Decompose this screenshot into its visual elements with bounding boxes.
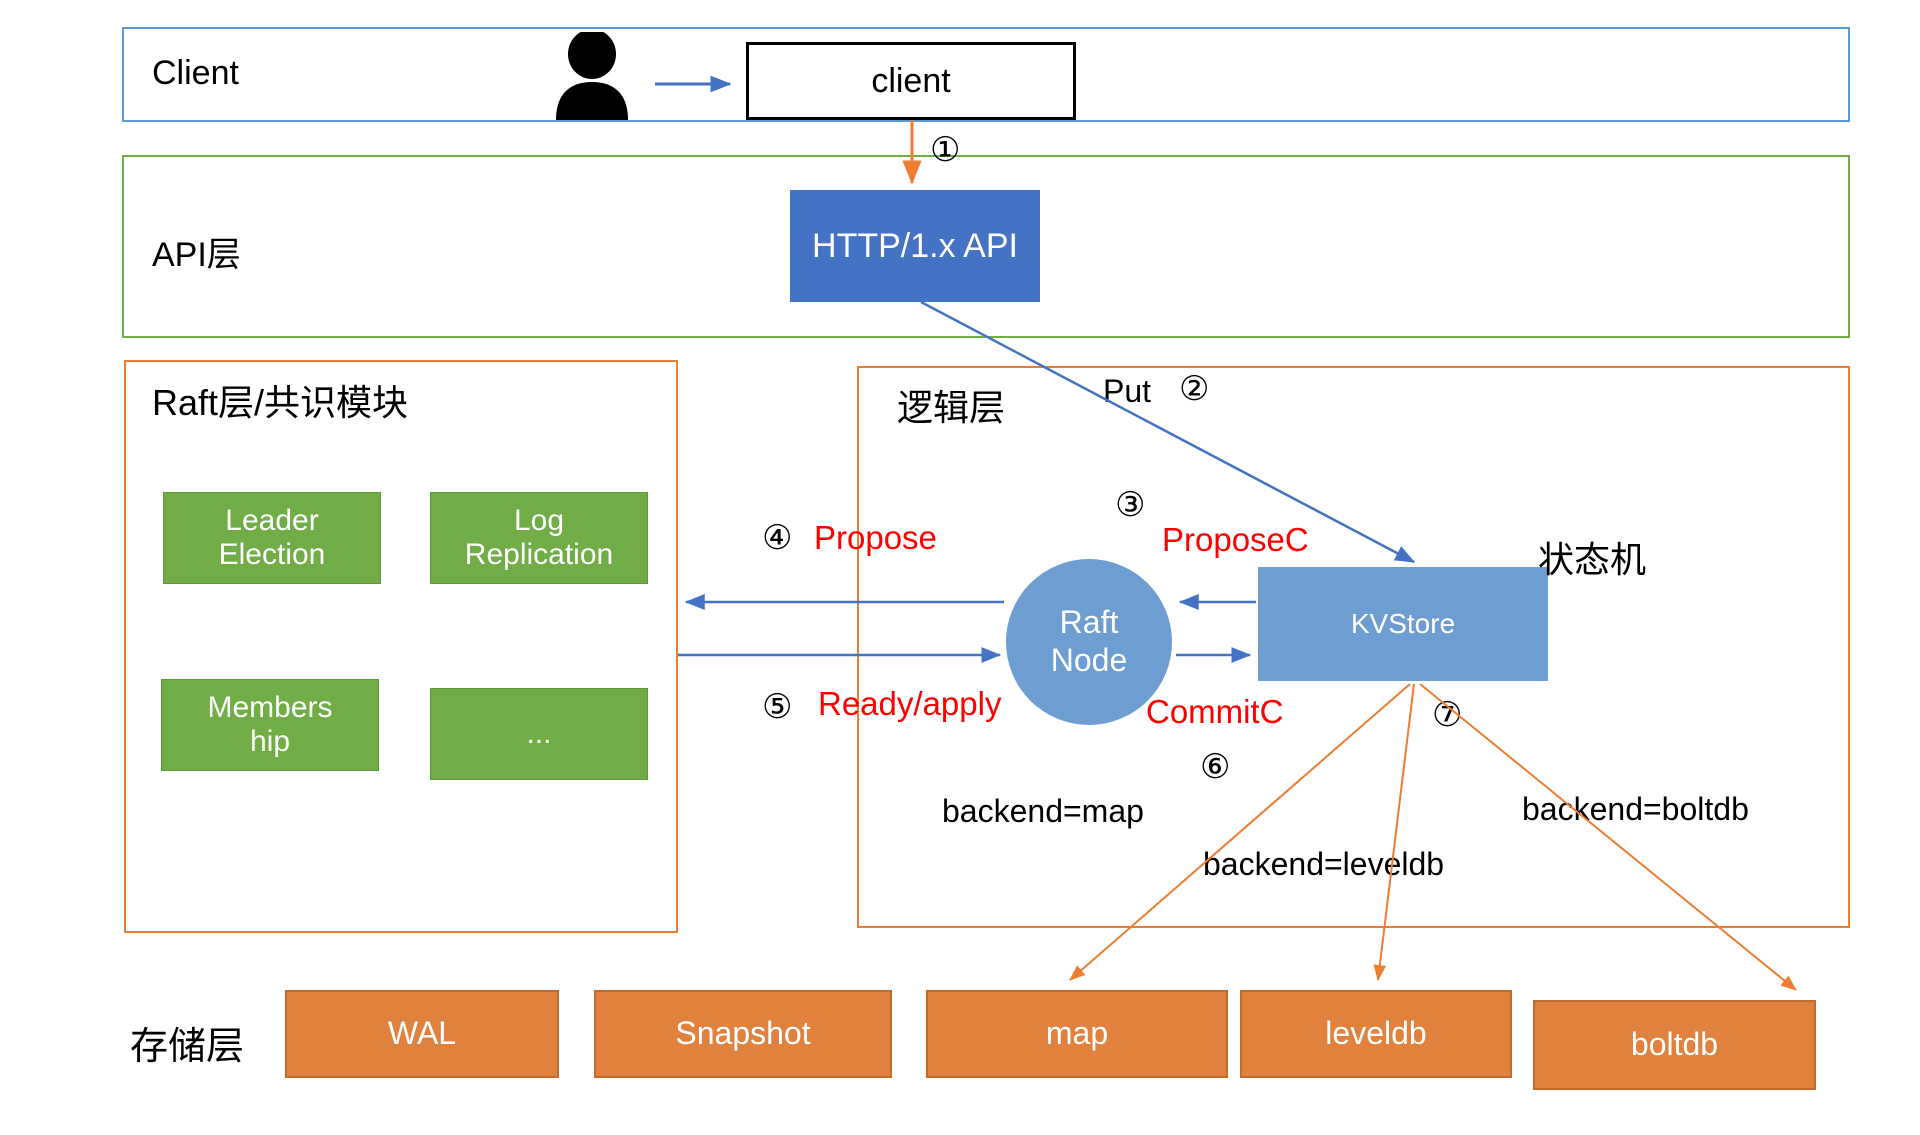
backend-boltdb-label: backend=boltdb	[1522, 791, 1749, 827]
storage-box-label: leveldb	[1325, 1015, 1427, 1052]
step-1-marker: ①	[930, 131, 961, 169]
ready-apply-label: Ready/apply	[818, 685, 1002, 722]
raft-node-label-line2: Node	[1050, 642, 1128, 678]
storage-box-leveldb[interactable]: leveldb	[1240, 990, 1512, 1078]
raft-module-leader-election[interactable]: Leader Election	[163, 492, 381, 584]
client-layer-title: Client	[152, 54, 239, 92]
step-2-marker: ②	[1179, 370, 1210, 408]
propose-label: Propose	[814, 519, 937, 556]
module-label-line1: Leader	[225, 504, 319, 538]
http-api-label: HTTP/1.x API	[812, 226, 1018, 265]
state-machine-label: 状态机	[1538, 539, 1647, 580]
step-7-marker: ⑦	[1432, 696, 1463, 734]
step-3-marker: ③	[1115, 486, 1146, 524]
module-label-line1: Log	[513, 504, 565, 538]
storage-box-map[interactable]: map	[926, 990, 1228, 1078]
storage-box-label: Snapshot	[675, 1015, 811, 1052]
kvstore-box[interactable]: KVStore	[1258, 567, 1548, 681]
commitc-label: CommitC	[1146, 693, 1284, 730]
module-label-line1: Members	[207, 691, 333, 725]
storage-box-wal[interactable]: WAL	[285, 990, 559, 1078]
backend-leveldb-label: backend=leveldb	[1203, 846, 1445, 882]
storage-layer-title: 存储层	[130, 1026, 245, 1068]
storage-box-label: map	[1045, 1015, 1109, 1052]
step-6-marker: ⑥	[1200, 748, 1231, 786]
module-label-line2: Replication	[464, 538, 614, 571]
module-label-line2: Election	[218, 538, 326, 571]
module-label-line1: ...	[526, 717, 552, 751]
logic-layer-title: 逻辑层	[897, 387, 1006, 428]
raft-node-label-line1: Raft	[1059, 604, 1119, 641]
raft-module-membership[interactable]: Members hip	[161, 679, 379, 771]
storage-box-label: WAL	[387, 1015, 457, 1052]
storage-box-boltdb[interactable]: boltdb	[1533, 1000, 1816, 1090]
backend-map-label: backend=map	[942, 793, 1144, 829]
kvstore-label: KVStore	[1350, 608, 1456, 640]
storage-box-snapshot[interactable]: Snapshot	[594, 990, 892, 1078]
step-5-marker: ⑤	[762, 688, 793, 726]
raft-layer-frame	[124, 360, 678, 933]
put-label: Put	[1103, 373, 1152, 409]
storage-box-label: boltdb	[1630, 1026, 1719, 1063]
module-label-line2: hip	[249, 725, 291, 758]
step-4-marker: ④	[762, 519, 793, 557]
http-api-box[interactable]: HTTP/1.x API	[790, 190, 1040, 302]
client-box[interactable]: client	[746, 42, 1076, 120]
raft-module-more[interactable]: ...	[430, 688, 648, 780]
raft-layer-title: Raft层/共识模块	[152, 382, 409, 423]
person-icon	[546, 29, 638, 120]
client-box-label: client	[871, 61, 951, 100]
proposec-label: ProposeC	[1162, 521, 1309, 558]
raft-module-log-replication[interactable]: Log Replication	[430, 492, 648, 584]
api-layer-title: API层	[152, 236, 241, 274]
